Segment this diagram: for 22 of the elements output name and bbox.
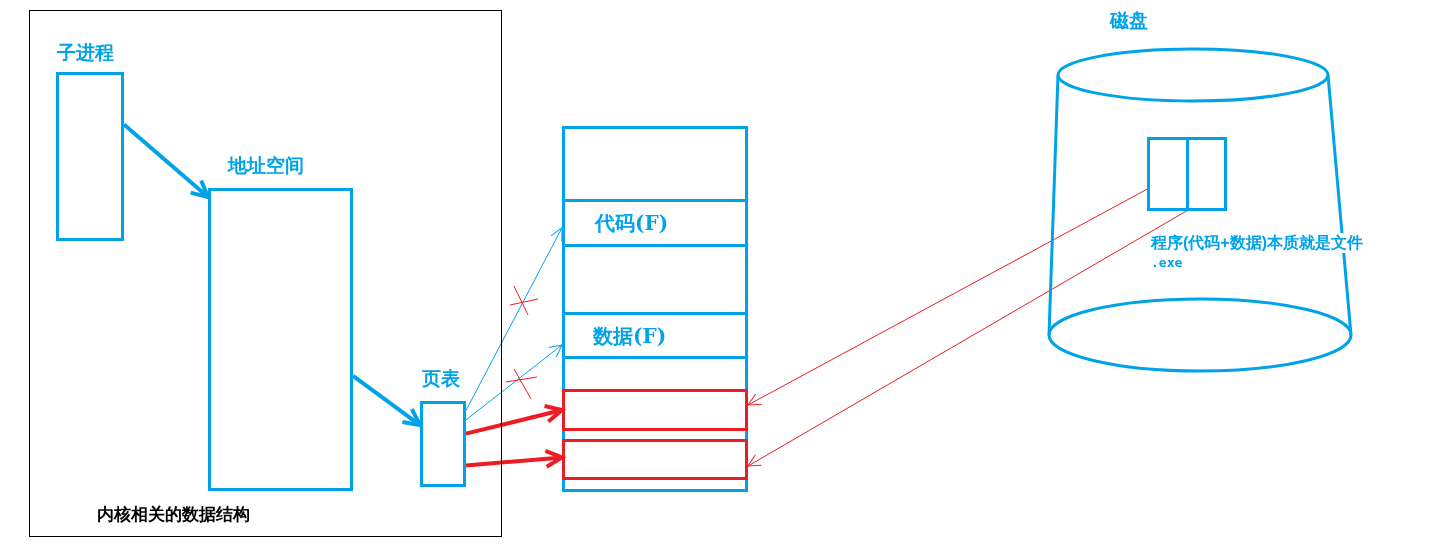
arrow xyxy=(122,122,210,200)
arrow xyxy=(465,344,563,421)
memory-column xyxy=(562,126,748,492)
arrow xyxy=(465,227,563,411)
memory-frame xyxy=(562,439,748,480)
memory-frame xyxy=(562,389,748,431)
segment-label: 数据(F) xyxy=(593,323,667,348)
box-heading: 页表 xyxy=(422,366,460,390)
memory-segment xyxy=(562,312,748,359)
disk-heading: 磁盘 xyxy=(1110,8,1148,32)
file-extension: .exe xyxy=(1151,255,1183,271)
kernel-frame xyxy=(29,10,502,537)
segment-label: 代码(F) xyxy=(595,211,669,235)
arrow xyxy=(465,404,564,436)
memory-segment xyxy=(562,199,748,247)
file-caption: 程序(代码+数据)本质就是文件 xyxy=(1151,233,1363,253)
box-heading: 地址空间 xyxy=(228,153,304,177)
box-heading: 子进程 xyxy=(57,40,114,64)
arrow xyxy=(351,374,422,428)
frame-caption: 内核相关的数据结构 xyxy=(97,504,250,526)
arrow xyxy=(465,448,564,469)
file-box xyxy=(1147,137,1227,211)
